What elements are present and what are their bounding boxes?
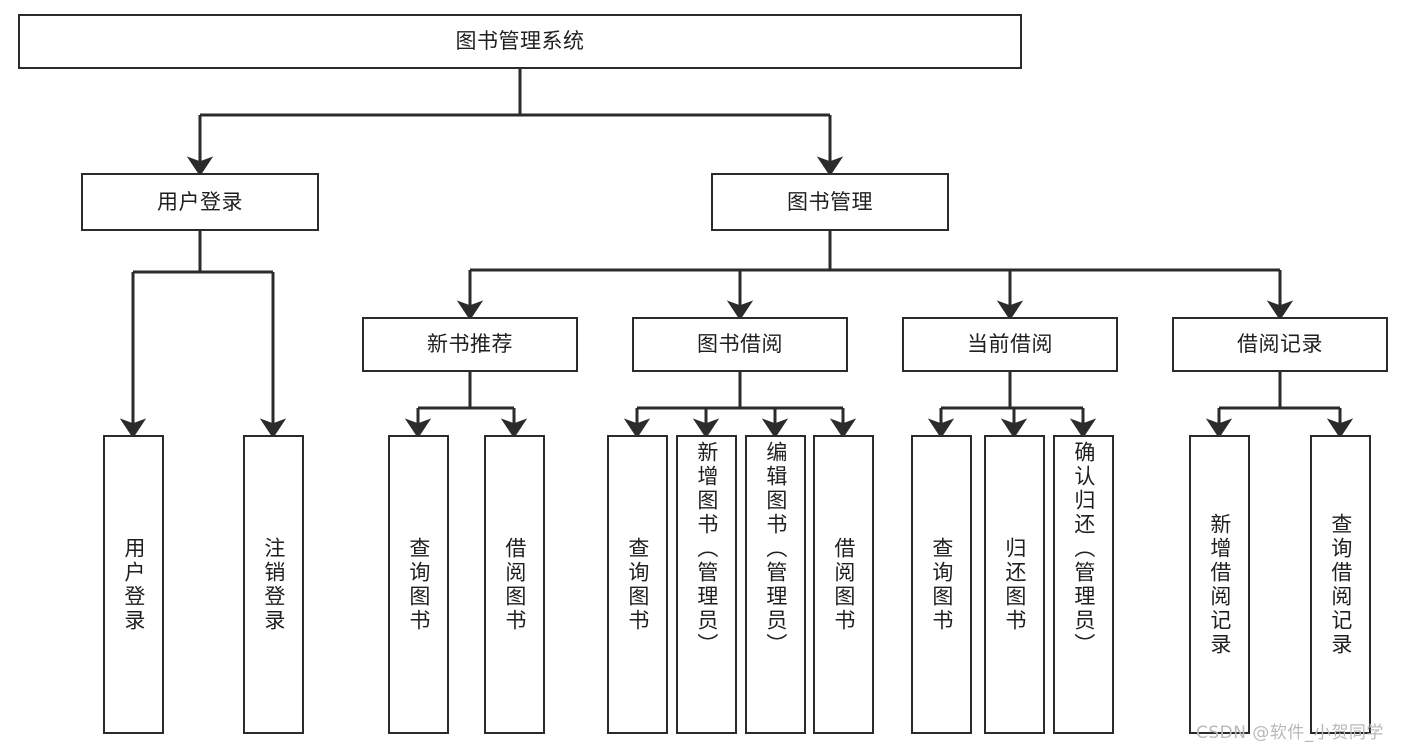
- node-leaf-query-record[interactable]: 查询借阅记录: [1310, 435, 1371, 734]
- node-leaf-confirm-return[interactable]: 确认归还（管理员）: [1053, 435, 1114, 734]
- node-leaf-logout-login[interactable]: 注销登录: [243, 435, 304, 734]
- node-leaf-query-book-2-label: 查询图书: [625, 536, 650, 633]
- node-leaf-borrow-book-1[interactable]: 借阅图书: [484, 435, 545, 734]
- node-book-manage[interactable]: 图书管理: [711, 173, 949, 231]
- node-leaf-borrow-book-2-label: 借阅图书: [831, 536, 856, 633]
- node-leaf-logout-login-label: 注销登录: [261, 536, 286, 633]
- node-borrow-record-label: 借阅记录: [1237, 332, 1323, 357]
- node-leaf-borrow-book-1-label: 借阅图书: [502, 536, 527, 633]
- node-leaf-user-login-label: 用户登录: [121, 536, 146, 633]
- node-leaf-add-record[interactable]: 新增借阅记录: [1189, 435, 1250, 734]
- node-root[interactable]: 图书管理系统: [18, 14, 1022, 69]
- node-leaf-query-record-label: 查询借阅记录: [1328, 512, 1353, 657]
- node-borrow-record[interactable]: 借阅记录: [1172, 317, 1388, 372]
- node-leaf-edit-book-admin[interactable]: 编辑图书（管理员）: [745, 435, 806, 734]
- node-leaf-user-login[interactable]: 用户登录: [103, 435, 164, 734]
- node-book-manage-label: 图书管理: [787, 189, 873, 214]
- node-current-borrow-label: 当前借阅: [967, 332, 1053, 357]
- node-new-book-rec-label: 新书推荐: [427, 332, 513, 357]
- node-book-borrow-label: 图书借阅: [697, 332, 783, 357]
- node-book-borrow[interactable]: 图书借阅: [632, 317, 848, 372]
- node-leaf-return-book-label: 归还图书: [1002, 536, 1027, 633]
- node-leaf-borrow-book-2[interactable]: 借阅图书: [813, 435, 874, 734]
- node-leaf-edit-book-admin-label: 编辑图书（管理员）: [763, 441, 788, 657]
- node-leaf-add-book-admin[interactable]: 新增图书（管理员）: [676, 435, 737, 734]
- node-leaf-query-book-1[interactable]: 查询图书: [388, 435, 449, 734]
- node-leaf-query-book-2[interactable]: 查询图书: [607, 435, 668, 734]
- node-leaf-confirm-return-label: 确认归还（管理员）: [1071, 441, 1096, 657]
- node-leaf-query-book-3-label: 查询图书: [929, 536, 954, 633]
- node-leaf-return-book[interactable]: 归还图书: [984, 435, 1045, 734]
- node-leaf-query-book-3[interactable]: 查询图书: [911, 435, 972, 734]
- node-user-login[interactable]: 用户登录: [81, 173, 319, 231]
- node-current-borrow[interactable]: 当前借阅: [902, 317, 1118, 372]
- node-root-label: 图书管理系统: [455, 29, 585, 54]
- node-leaf-query-book-1-label: 查询图书: [406, 536, 431, 633]
- csdn-watermark: CSDN @软件_小贺同学: [1196, 723, 1384, 743]
- node-new-book-rec[interactable]: 新书推荐: [362, 317, 578, 372]
- node-leaf-add-record-label: 新增借阅记录: [1207, 512, 1232, 657]
- node-user-login-label: 用户登录: [157, 189, 243, 214]
- node-leaf-add-book-admin-label: 新增图书（管理员）: [694, 441, 719, 657]
